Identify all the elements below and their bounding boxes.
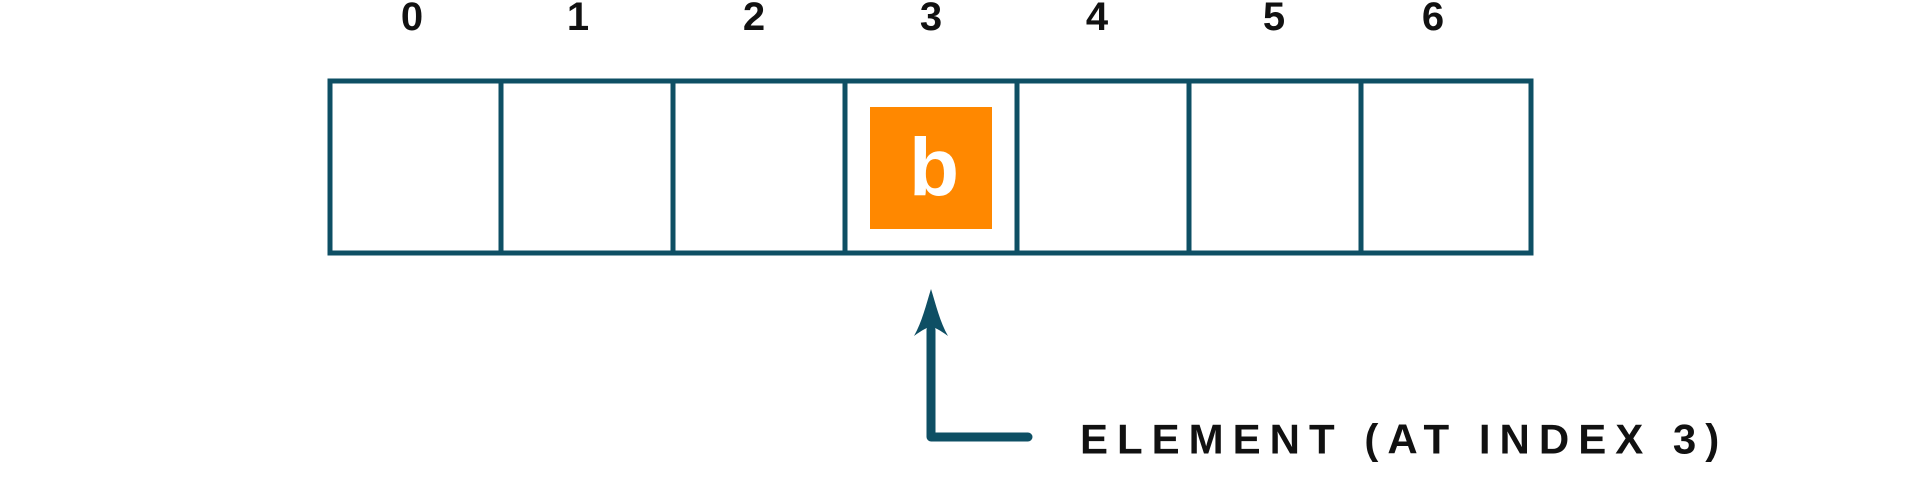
- array-cell: [1014, 78, 1192, 256]
- array-cell: [498, 78, 676, 256]
- element-box: b: [870, 107, 992, 229]
- pointer-arrow: [926, 325, 1033, 442]
- index-label: 3: [920, 0, 942, 39]
- array-cell: [1186, 78, 1364, 256]
- index-labels: 0 1 2 3 4 5 6: [401, 0, 1444, 39]
- index-label: 6: [1422, 0, 1444, 39]
- index-label: 2: [743, 0, 765, 39]
- arrow-head-icon: [914, 289, 948, 336]
- element-caption: ELEMENT (AT INDEX 3): [1080, 416, 1728, 463]
- index-label: 5: [1263, 0, 1285, 39]
- array-cell: [327, 78, 504, 256]
- element-highlight: [870, 107, 992, 229]
- element-value: b: [909, 123, 959, 214]
- index-label: 4: [1086, 0, 1109, 39]
- array-cell: [1358, 78, 1534, 256]
- index-label: 0: [401, 0, 423, 39]
- array-cell: [670, 78, 848, 256]
- index-label: 1: [567, 0, 589, 39]
